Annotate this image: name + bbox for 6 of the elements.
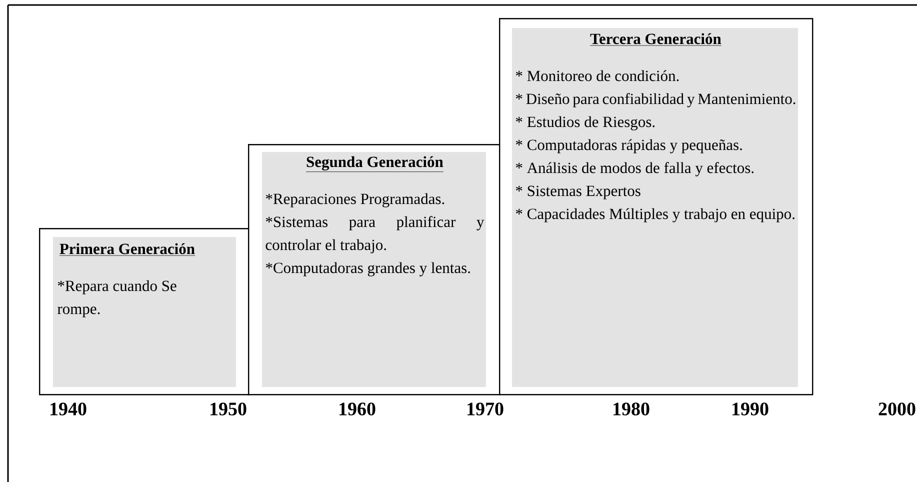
year-label: 1970 bbox=[468, 402, 504, 416]
generation-box: Tercera Generación * Monitoreo de condición. * Diseño para confiabilidad y Mantenimiento. * Estudios de Riesgos. * Computadoras rápidas y pequeñas. * Análisis de modos de falla y efectos. * Sistemas Expertos * Capacidades Múltiples y trabajo en equipo. bbox=[499, 18, 814, 396]
year-label: 1950 bbox=[210, 402, 246, 416]
generation-box: Primera Generación *Repara cuando Se rompe. bbox=[39, 228, 250, 396]
generation-box: Segunda Generación *Reparaciones Programadas. *Sistemas para planificar y controlar el trabajo. *Computadoras grandes y lentas. bbox=[248, 144, 500, 396]
year-label: 2000 bbox=[878, 402, 916, 416]
